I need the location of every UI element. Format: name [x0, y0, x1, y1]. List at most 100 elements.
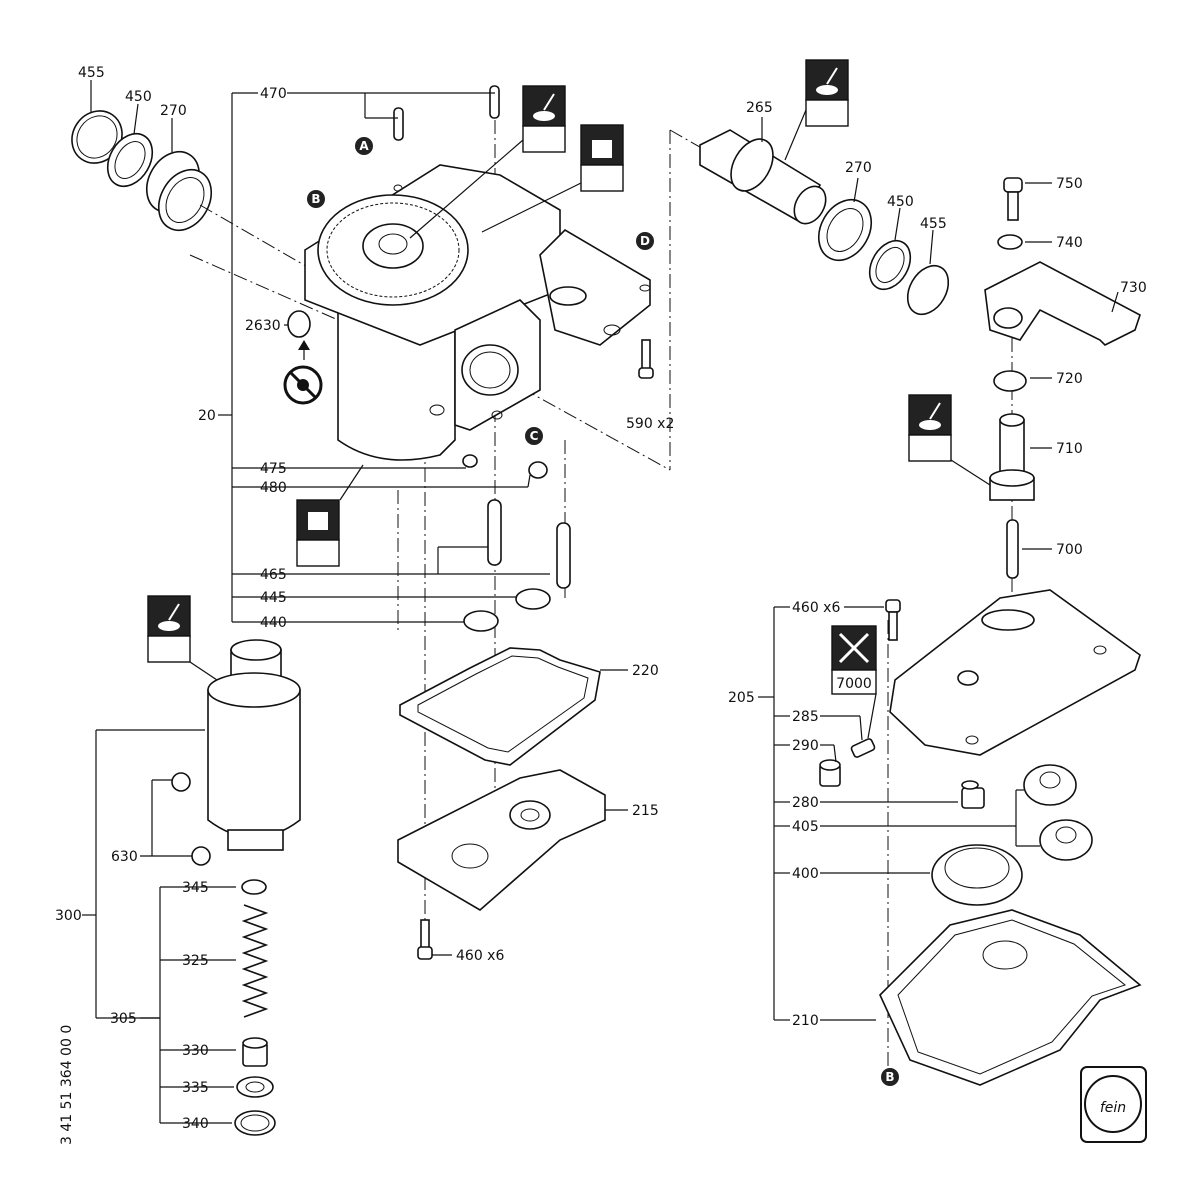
screw-750 [1003, 177, 1023, 221]
marker-d: D [636, 232, 654, 250]
screw-460-upper [885, 599, 901, 641]
label-340: 340 [182, 1116, 209, 1132]
bushing-270-left [145, 151, 213, 231]
plunger-330 [242, 1037, 268, 1067]
circlip-440 [463, 610, 499, 632]
brand-logo-text: fein [1100, 1100, 1126, 1116]
set-screw-475 [462, 454, 478, 468]
label-480: 480 [260, 480, 287, 496]
label-720: 720 [1056, 371, 1083, 387]
svg-text:B: B [311, 192, 320, 206]
retaining-ring-455-right [906, 264, 950, 316]
grease-icon-shaft [805, 59, 849, 127]
gasket-210 [879, 909, 1142, 1086]
marker-c: C [525, 427, 543, 445]
bearing-405-a [1023, 764, 1077, 806]
label-475: 475 [260, 461, 287, 477]
document-number: 3 41 51 364 00 0 [59, 1025, 75, 1145]
label-465: 465 [260, 567, 287, 583]
grease-icon [522, 85, 566, 153]
pin-465 [487, 499, 571, 589]
label-290: 290 [792, 738, 819, 754]
label-210: 210 [792, 1013, 819, 1029]
bearing-405-b [1039, 819, 1093, 861]
label-590: 590 x2 [626, 416, 674, 432]
label-400: 400 [792, 866, 819, 882]
svg-text:A: A [359, 139, 369, 153]
label-450-left: 450 [125, 89, 152, 105]
label-730: 730 [1120, 280, 1147, 296]
marker-b: B [307, 190, 325, 208]
torque-wrench-icon: 7000 [831, 625, 877, 695]
lever-730 [984, 261, 1141, 346]
gear-cover-205 [889, 589, 1141, 756]
screw-590 [638, 339, 654, 379]
label-285: 285 [792, 709, 819, 725]
screw-460-lower [417, 919, 433, 960]
label-300: 300 [55, 908, 82, 924]
grease-icon-spindle [147, 595, 191, 663]
label-20: 20 [198, 408, 216, 424]
bushing-270-right [817, 199, 873, 261]
ring-450-left [106, 132, 154, 188]
circlip-340 [234, 1110, 276, 1136]
label-440: 440 [260, 615, 287, 631]
brand-logo: fein [1080, 1066, 1147, 1143]
marker-b-lower: B [881, 1068, 899, 1086]
label-330: 330 [182, 1043, 209, 1059]
torque-value: 7000 [836, 676, 872, 692]
label-445: 445 [260, 590, 287, 606]
label-335: 335 [182, 1080, 209, 1096]
gear-housing-20 [304, 164, 651, 461]
gasket-220 [399, 647, 601, 766]
label-205: 205 [728, 690, 755, 706]
label-220: 220 [632, 663, 659, 679]
plug-630-b [191, 846, 211, 866]
label-280: 280 [792, 795, 819, 811]
label-460-lower: 460 x6 [456, 948, 504, 964]
label-455-right: 455 [920, 216, 947, 232]
label-740: 740 [1056, 235, 1083, 251]
washer-335 [236, 1076, 274, 1098]
svg-text:B: B [885, 1070, 894, 1084]
label-345: 345 [182, 880, 209, 896]
bushing-290 [819, 759, 841, 787]
label-455-left: 455 [78, 65, 105, 81]
ring-450-right [868, 239, 912, 291]
grease-jar-icon-lower [296, 499, 340, 567]
spindle-housing-300 [207, 639, 301, 851]
label-460-upper: 460 x6 [792, 600, 840, 616]
label-630: 630 [111, 849, 138, 865]
label-305: 305 [110, 1011, 137, 1027]
svg-text:D: D [640, 234, 650, 248]
plug-630-a [171, 772, 191, 792]
plug-480 [528, 461, 548, 479]
spring-325 [241, 904, 269, 1018]
grease-icon-710 [908, 394, 952, 462]
label-270-right: 270 [845, 160, 872, 176]
o-ring-2630 [287, 310, 311, 338]
pin-700 [1006, 519, 1019, 579]
circlip-720 [993, 370, 1027, 392]
circlip-445 [515, 588, 551, 610]
grease-nipple-285 [850, 738, 876, 758]
label-325: 325 [182, 953, 209, 969]
label-700: 700 [1056, 542, 1083, 558]
shaft-710 [989, 413, 1035, 501]
seal-400 [931, 844, 1023, 906]
label-270-left: 270 [160, 103, 187, 119]
label-710: 710 [1056, 441, 1083, 457]
label-405: 405 [792, 819, 819, 835]
svg-text:C: C [530, 429, 539, 443]
label-450-right: 450 [887, 194, 914, 210]
grease-jar-icon [580, 124, 624, 192]
label-750: 750 [1056, 176, 1083, 192]
cover-plate-215 [397, 769, 606, 911]
label-2630: 2630 [245, 318, 281, 334]
no-disassembly-icon [283, 365, 323, 405]
pin-470 [393, 85, 500, 141]
label-265: 265 [746, 100, 773, 116]
washer-345 [241, 879, 267, 895]
